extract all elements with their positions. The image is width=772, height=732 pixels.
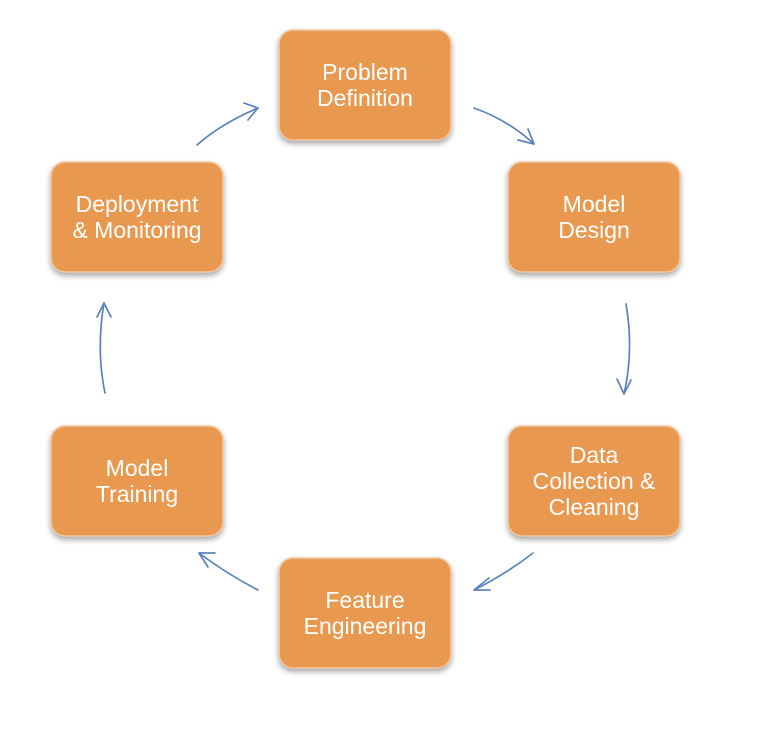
node-box — [507, 161, 681, 273]
node-label-line: Engineering — [304, 613, 427, 639]
arrow-feature-engineering-to-model-training — [198, 552, 259, 591]
arrow-head — [517, 128, 535, 145]
node-label-line: Data — [570, 442, 619, 468]
arrow-head — [243, 102, 259, 121]
node-label-line: & Monitoring — [72, 217, 201, 243]
node-label-line: Model — [106, 455, 169, 481]
arrow-model-design-to-data-collection-cleaning — [616, 303, 632, 395]
node-label-line: Collection & — [533, 468, 656, 494]
node-label-line: Training — [96, 481, 178, 507]
nodes-layer: ProblemDefinitionModelDesignDataCollecti… — [50, 29, 681, 669]
node-label-line: Design — [558, 217, 630, 243]
arrow-curve — [198, 552, 259, 591]
arrow-head — [96, 302, 112, 318]
arrow-head — [473, 577, 491, 591]
arrow-model-training-to-deployment-monitoring — [96, 302, 112, 394]
node-label-line: Definition — [317, 85, 413, 111]
node-label-line: Deployment — [76, 191, 199, 217]
node-box — [278, 557, 452, 669]
arrows-layer — [96, 102, 632, 591]
node-label-line: Feature — [325, 587, 404, 613]
node-box — [507, 425, 681, 537]
node-label-line: Problem — [322, 59, 408, 85]
arrow-curve — [196, 107, 259, 146]
arrow-curve — [99, 302, 106, 394]
arrow-head — [616, 378, 632, 395]
node-deployment-monitoring: Deployment& Monitoring — [50, 161, 224, 273]
arrow-head — [198, 552, 216, 568]
node-box — [278, 29, 452, 141]
arrow-deployment-monitoring-to-problem-definition — [196, 102, 259, 146]
arrow-problem-definition-to-model-design — [473, 107, 535, 145]
node-label-line: Model — [563, 191, 626, 217]
node-box — [50, 425, 224, 537]
node-box — [50, 161, 224, 273]
arrow-curve — [623, 303, 631, 395]
arrow-data-collection-cleaning-to-feature-engineering — [473, 552, 534, 591]
arrow-curve — [473, 107, 535, 145]
node-label-line: Cleaning — [549, 494, 640, 520]
arrow-curve — [473, 552, 534, 591]
